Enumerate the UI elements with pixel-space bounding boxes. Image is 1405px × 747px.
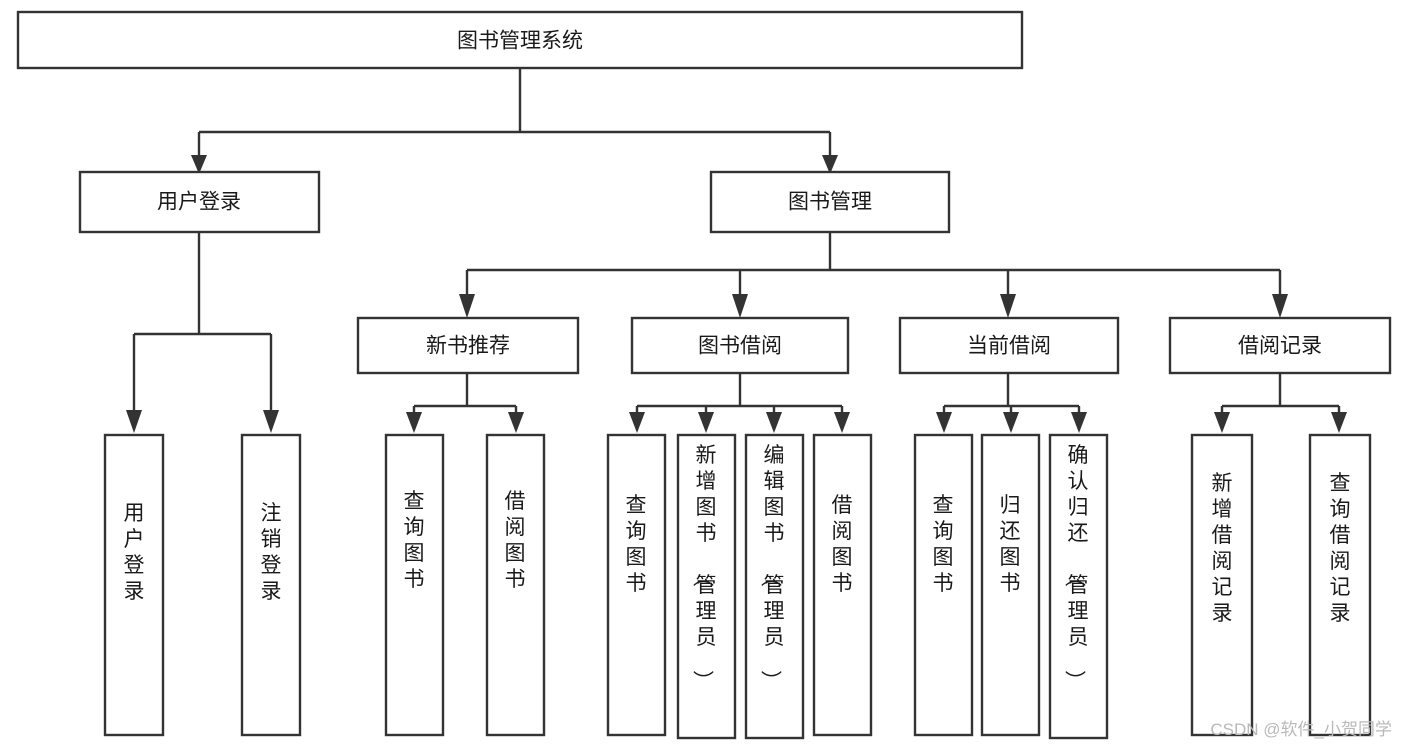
watermark: CSDN @软件_小贺同学	[1210, 720, 1392, 739]
node-borrow-record-box[interactable]	[1168, 316, 1392, 375]
leaf-bw-add-book[interactable]: 新增图书（管理员）	[676, 433, 737, 740]
arrow-head-borrow	[732, 294, 748, 318]
leaf-nb-query-book-label: 查询图书	[404, 490, 425, 591]
arrow-head-leaf-user-login	[126, 410, 142, 433]
arrow-head-rc-leaf-2	[1331, 412, 1347, 433]
arrow-head-nb-leaf-2	[508, 412, 524, 433]
leaf-nb-query-book-box[interactable]	[384, 433, 445, 737]
leaf-cr-confirm-return[interactable]: 确认归还（管理员）	[1048, 433, 1109, 740]
arrow-head-bw-leaf-3	[766, 412, 782, 433]
node-user-login-label: 用户登录	[157, 191, 241, 214]
arrow-head-cr-leaf-1	[936, 412, 952, 433]
leaf-bw-query-book-label: 查询图书	[626, 494, 647, 595]
leaf-user-login-box[interactable]	[103, 433, 165, 737]
arrow-head-new-book	[459, 294, 475, 318]
leaf-rc-add-record-label: 新增借阅记录	[1212, 472, 1233, 625]
arrow-head-rc-leaf-1	[1214, 412, 1230, 433]
leaf-nb-query-book[interactable]: 查询图书	[384, 433, 445, 737]
arrow-head-current	[1000, 294, 1016, 318]
leaf-bw-query-book[interactable]: 查询图书	[606, 433, 667, 737]
leaf-cr-confirm-return-label: 确认归还（管理员）	[1063, 444, 1089, 691]
node-borrow-record-label: 借阅记录	[1238, 335, 1322, 358]
node-new-book-recommend[interactable]: 新书推荐	[356, 316, 580, 375]
arrow-head-bw-leaf-2	[698, 412, 714, 433]
leaf-nb-borrow-book-box[interactable]	[485, 433, 546, 737]
leaf-nb-borrow-book-label: 借阅图书	[505, 490, 526, 591]
node-current-borrow-box[interactable]	[898, 316, 1120, 375]
leaf-bw-edit-book-label: 编辑图书（管理员）	[759, 444, 785, 691]
node-book-borrow-label: 图书借阅	[698, 335, 782, 358]
arrow-head-leaf-logout	[263, 410, 279, 433]
leaf-bw-add-book-box[interactable]	[676, 433, 737, 740]
leaf-rc-add-record[interactable]: 新增借阅记录	[1190, 433, 1254, 737]
node-user-login-box[interactable]	[78, 170, 321, 234]
leaf-rc-add-record-box[interactable]	[1190, 433, 1254, 737]
node-book-management-label: 图书管理	[788, 191, 872, 214]
arrow-head-bw-leaf-1	[629, 412, 645, 433]
node-user-login[interactable]: 用户登录	[78, 170, 321, 234]
arrow-head-cr-leaf-2	[1003, 412, 1019, 433]
leaf-cr-query-book-label: 查询图书	[933, 494, 954, 595]
node-current-borrow-label: 当前借阅	[967, 335, 1051, 358]
connector-layer	[126, 68, 1347, 433]
leaf-bw-borrow-book[interactable]: 借阅图书	[812, 433, 873, 737]
leaf-logout[interactable]: 注销登录	[240, 433, 302, 737]
leaf-cr-confirm-return-box[interactable]	[1048, 433, 1109, 740]
arrow-head-user-login	[191, 155, 207, 174]
arrow-head-record	[1272, 294, 1288, 318]
leaf-cr-return-book-label: 归还图书	[1000, 494, 1021, 595]
leaf-bw-edit-book-box[interactable]	[744, 433, 805, 740]
leaf-cr-query-book[interactable]: 查询图书	[913, 433, 974, 737]
leaf-nb-borrow-book[interactable]: 借阅图书	[485, 433, 546, 737]
arrow-head-cr-leaf-3	[1071, 412, 1087, 433]
leaf-bw-borrow-book-box[interactable]	[812, 433, 873, 737]
arrow-head-book-mgmt	[822, 155, 838, 174]
node-book-management[interactable]: 图书管理	[709, 170, 951, 234]
node-new-book-recommend-box[interactable]	[356, 316, 580, 375]
node-book-borrow[interactable]: 图书借阅	[630, 316, 850, 375]
leaf-cr-query-book-box[interactable]	[913, 433, 974, 737]
leaf-cr-return-book[interactable]: 归还图书	[980, 433, 1041, 737]
node-root-box[interactable]	[16, 10, 1024, 70]
leaf-rc-query-record-label: 查询借阅记录	[1330, 472, 1351, 625]
leaf-rc-query-record-box[interactable]	[1308, 433, 1372, 737]
leaf-user-login[interactable]: 用户登录	[103, 433, 165, 737]
leaf-bw-borrow-book-label: 借阅图书	[832, 494, 853, 595]
node-book-borrow-box[interactable]	[630, 316, 850, 375]
arrow-head-bw-leaf-4	[834, 412, 850, 433]
leaf-bw-add-book-label: 新增图书（管理员）	[691, 444, 717, 691]
leaf-logout-box[interactable]	[240, 433, 302, 737]
node-new-book-recommend-label: 新书推荐	[426, 335, 510, 358]
node-current-borrow[interactable]: 当前借阅	[898, 316, 1120, 375]
node-root-label: 图书管理系统	[457, 30, 583, 53]
leaf-rc-query-record[interactable]: 查询借阅记录	[1308, 433, 1372, 737]
leaf-user-login-label: 用户登录	[124, 502, 145, 603]
node-book-management-box[interactable]	[709, 170, 951, 234]
arrow-head-nb-leaf-1	[406, 412, 422, 433]
leaf-bw-query-book-box[interactable]	[606, 433, 667, 737]
node-root[interactable]: 图书管理系统	[16, 10, 1024, 70]
leaf-bw-edit-book[interactable]: 编辑图书（管理员）	[744, 433, 805, 740]
node-borrow-record[interactable]: 借阅记录	[1168, 316, 1392, 375]
leaf-logout-label: 注销登录	[261, 502, 282, 603]
leaf-cr-return-book-box[interactable]	[980, 433, 1041, 737]
